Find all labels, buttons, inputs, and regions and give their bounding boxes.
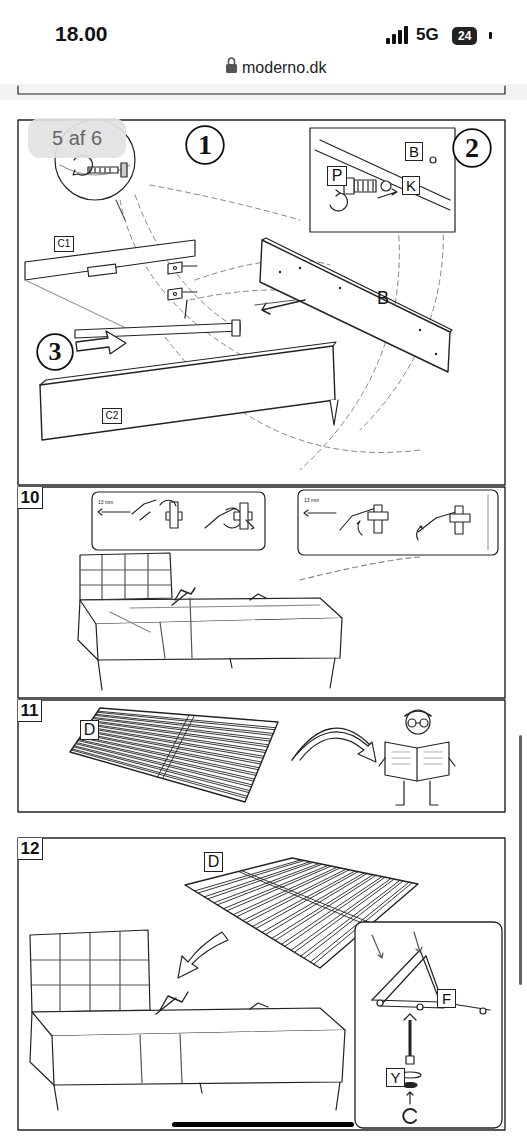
part-letter: K bbox=[406, 178, 416, 193]
home-indicator bbox=[172, 1122, 354, 1127]
part-letter: Y bbox=[390, 1070, 400, 1085]
step-11-drawing bbox=[70, 708, 455, 805]
part-letter: C1 bbox=[58, 239, 71, 249]
step-number-box: 12 bbox=[18, 838, 43, 860]
part-letter: B bbox=[409, 144, 419, 159]
callout-number: 1 bbox=[198, 131, 212, 159]
callout-circle: 1 bbox=[185, 125, 225, 165]
part-letter: P bbox=[332, 168, 343, 184]
step-number: 10 bbox=[21, 489, 40, 506]
part-label-box: Y bbox=[386, 1068, 405, 1087]
callout-circle: 2 bbox=[452, 128, 492, 168]
page-badge: 5 af 6 bbox=[28, 118, 126, 158]
callout-number: 3 bbox=[49, 339, 62, 365]
slat bbox=[158, 715, 190, 777]
step-12-drawing bbox=[30, 858, 502, 1128]
slat bbox=[163, 715, 195, 778]
step-number: 11 bbox=[21, 702, 39, 719]
step-9-drawing bbox=[25, 120, 455, 470]
wrench-size: 13 mm bbox=[304, 498, 319, 503]
part-label-box: D bbox=[204, 852, 223, 872]
part-label-box: P bbox=[327, 166, 347, 186]
network-type: 5G bbox=[416, 26, 439, 43]
status-bar bbox=[386, 26, 492, 44]
previous-panel bbox=[18, 86, 505, 94]
part-label-box: C2 bbox=[102, 408, 122, 424]
lock-icon bbox=[226, 58, 237, 73]
part-letter: F bbox=[442, 991, 451, 1006]
step-number: 12 bbox=[21, 840, 40, 857]
callout-circle: 3 bbox=[36, 333, 74, 371]
panel-frames bbox=[18, 120, 505, 1130]
step-number-box: 11 bbox=[18, 700, 42, 722]
battery-level: 24 bbox=[452, 27, 477, 45]
part-label-box: B bbox=[405, 142, 423, 161]
part-label-box: K bbox=[402, 176, 420, 195]
page-indicator: 5 af 6 bbox=[52, 128, 102, 148]
part-letter: D bbox=[208, 854, 220, 870]
wrench-size: 13 mm bbox=[98, 500, 113, 505]
slat bbox=[242, 871, 372, 924]
part-letter: C2 bbox=[106, 411, 119, 421]
part-label-box: C1 bbox=[54, 236, 74, 252]
part-letter: B bbox=[377, 289, 389, 307]
part-letter: D bbox=[84, 722, 96, 738]
page-ground bbox=[0, 84, 527, 100]
step-10-drawing bbox=[78, 490, 498, 690]
callout-number: 2 bbox=[465, 134, 479, 162]
part-label-box: F bbox=[437, 989, 456, 1008]
clock-time: 18.00 bbox=[55, 23, 108, 44]
step-number-box: 10 bbox=[18, 487, 43, 509]
site-address: moderno.dk bbox=[242, 60, 327, 76]
part-label-box: D bbox=[80, 720, 99, 740]
scrollbar bbox=[519, 735, 522, 985]
slat bbox=[239, 872, 370, 927]
